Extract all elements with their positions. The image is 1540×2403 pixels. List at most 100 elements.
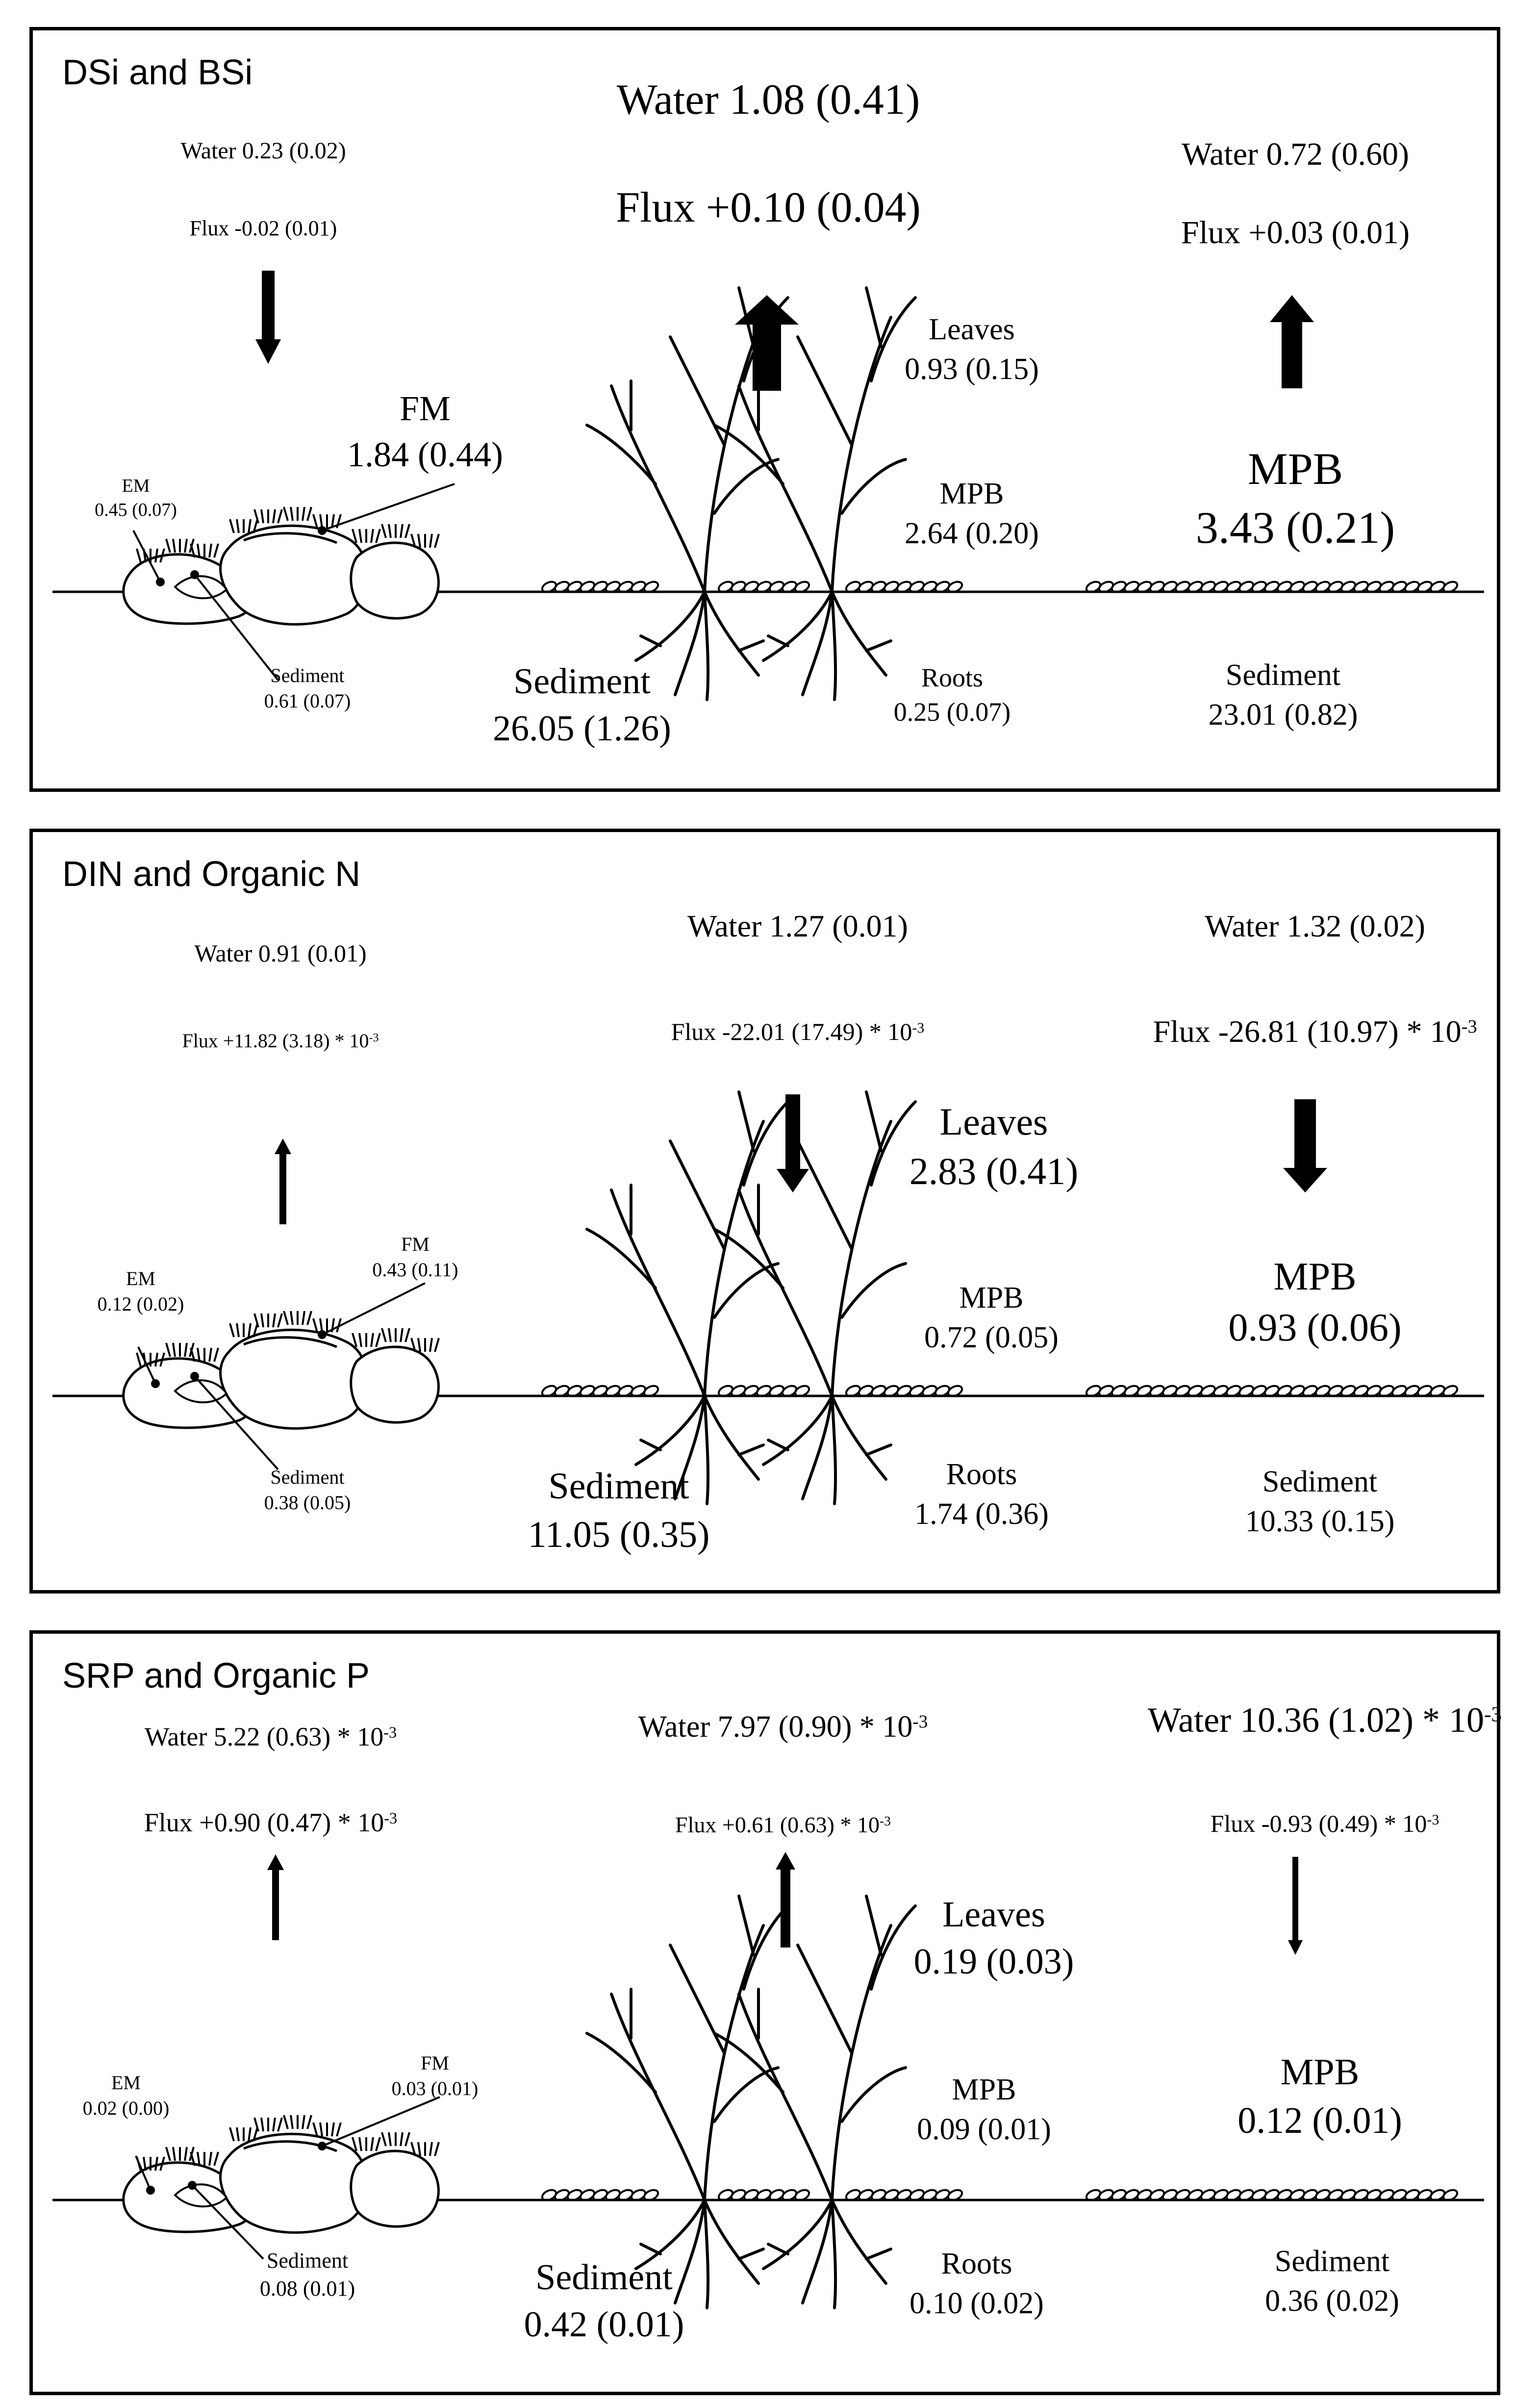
- mpb-cell: [883, 581, 900, 593]
- right-flux-arrow: [1270, 295, 1314, 388]
- spike: [172, 1342, 176, 1357]
- mpb-cell: [1187, 2189, 1204, 2201]
- mpb-cell: [630, 2189, 647, 2201]
- left-flux-label: Flux +11.82 (3.18) * 10-3: [182, 1030, 379, 1052]
- mpb-cell: [1429, 2189, 1446, 2201]
- mpb-cell: [541, 2189, 557, 2201]
- stem: [737, 1993, 833, 2201]
- stem: [737, 2248, 765, 2260]
- mpb-cell: [1225, 1385, 1242, 1397]
- mpb-cell: [1442, 2189, 1459, 2201]
- stem: [865, 1895, 883, 1956]
- mpb-cell: [730, 581, 747, 593]
- mpb-cell: [1136, 1385, 1153, 1397]
- spike: [429, 2142, 433, 2156]
- rock-right: [350, 541, 440, 620]
- mpb-cell: [617, 2189, 634, 2201]
- stem: [713, 1228, 784, 1290]
- spike: [358, 529, 362, 543]
- spike: [400, 1328, 404, 1342]
- left-water-label: Water 5.22 (0.63) * 10-3: [144, 1722, 397, 1751]
- spike: [159, 548, 165, 563]
- spike: [388, 2132, 392, 2147]
- stem: [840, 1262, 907, 1319]
- spike: [417, 2142, 421, 2156]
- spike: [208, 543, 212, 558]
- mpb-cell: [1149, 1385, 1165, 1397]
- stem: [634, 2199, 706, 2270]
- spike: [143, 2156, 147, 2171]
- stem: [831, 1394, 887, 1481]
- spike: [236, 2127, 240, 2142]
- leader-dot: [146, 2186, 155, 2195]
- spike: [248, 2127, 252, 2142]
- mpb-cell: [883, 2189, 900, 2201]
- mpb-cell: [756, 1385, 772, 1397]
- spike: [248, 519, 252, 533]
- rock-right: [350, 1345, 440, 1424]
- spike: [253, 509, 259, 524]
- mpb-mat: [717, 1385, 810, 1397]
- mpb-cell: [845, 581, 861, 593]
- stem: [767, 2243, 789, 2255]
- rock-highlight: [243, 532, 337, 544]
- leader-fm: [322, 1282, 426, 1336]
- stem: [801, 2199, 833, 2304]
- mpb-cell: [554, 1385, 570, 1397]
- mpb-cell: [630, 581, 647, 593]
- left-flux-label: Flux -0.02 (0.01): [189, 216, 337, 240]
- spike: [165, 538, 171, 553]
- mpb-cell: [1365, 581, 1382, 593]
- spike: [381, 1328, 387, 1342]
- mpb-cell: [1149, 2189, 1165, 2201]
- mpb-cell: [1442, 1385, 1459, 1397]
- mpb-mat: [845, 1385, 963, 1397]
- stem: [831, 1394, 837, 1505]
- stem: [713, 2032, 784, 2094]
- mpb-cell: [579, 2189, 596, 2201]
- spike: [290, 1311, 294, 1325]
- spike: [213, 543, 219, 558]
- spike: [260, 509, 264, 524]
- mpb-cell: [1327, 2189, 1344, 2201]
- mpb-cell: [845, 1385, 861, 1397]
- mpb-cell: [870, 581, 887, 593]
- spike: [253, 2117, 259, 2132]
- spike: [312, 2122, 318, 2137]
- mid-flux-label: Flux +0.61 (0.63) * 10-3: [675, 1812, 891, 1837]
- mpb-cell: [1327, 581, 1344, 593]
- leader-fm: [322, 2096, 440, 2147]
- stem: [840, 2066, 907, 2123]
- mpb-cell: [921, 1385, 938, 1397]
- stem: [831, 1924, 892, 2201]
- spike: [190, 2151, 196, 2166]
- stem: [762, 590, 833, 662]
- stem: [831, 316, 892, 593]
- mpb-cell: [1111, 2189, 1127, 2201]
- spike: [208, 2151, 212, 2166]
- mpb-cell: [1085, 2189, 1102, 2201]
- stem: [674, 1394, 706, 1500]
- ecosystem-illustration: [33, 832, 1497, 1593]
- stem: [737, 1895, 755, 1956]
- stem: [796, 1139, 853, 1250]
- mpb-cell: [1442, 581, 1459, 593]
- spike: [213, 1347, 219, 1362]
- stem: [634, 1394, 706, 1466]
- spike: [370, 1333, 374, 1347]
- mpb-cell: [605, 581, 621, 593]
- diagram-canvas: [52, 1852, 1484, 2309]
- spike: [302, 2115, 305, 2129]
- mpb-mat: [1085, 2189, 1459, 2201]
- stem: [870, 296, 917, 382]
- stem: [762, 1394, 833, 1466]
- mid-flux-label: Flux +0.10 (0.04): [616, 184, 921, 231]
